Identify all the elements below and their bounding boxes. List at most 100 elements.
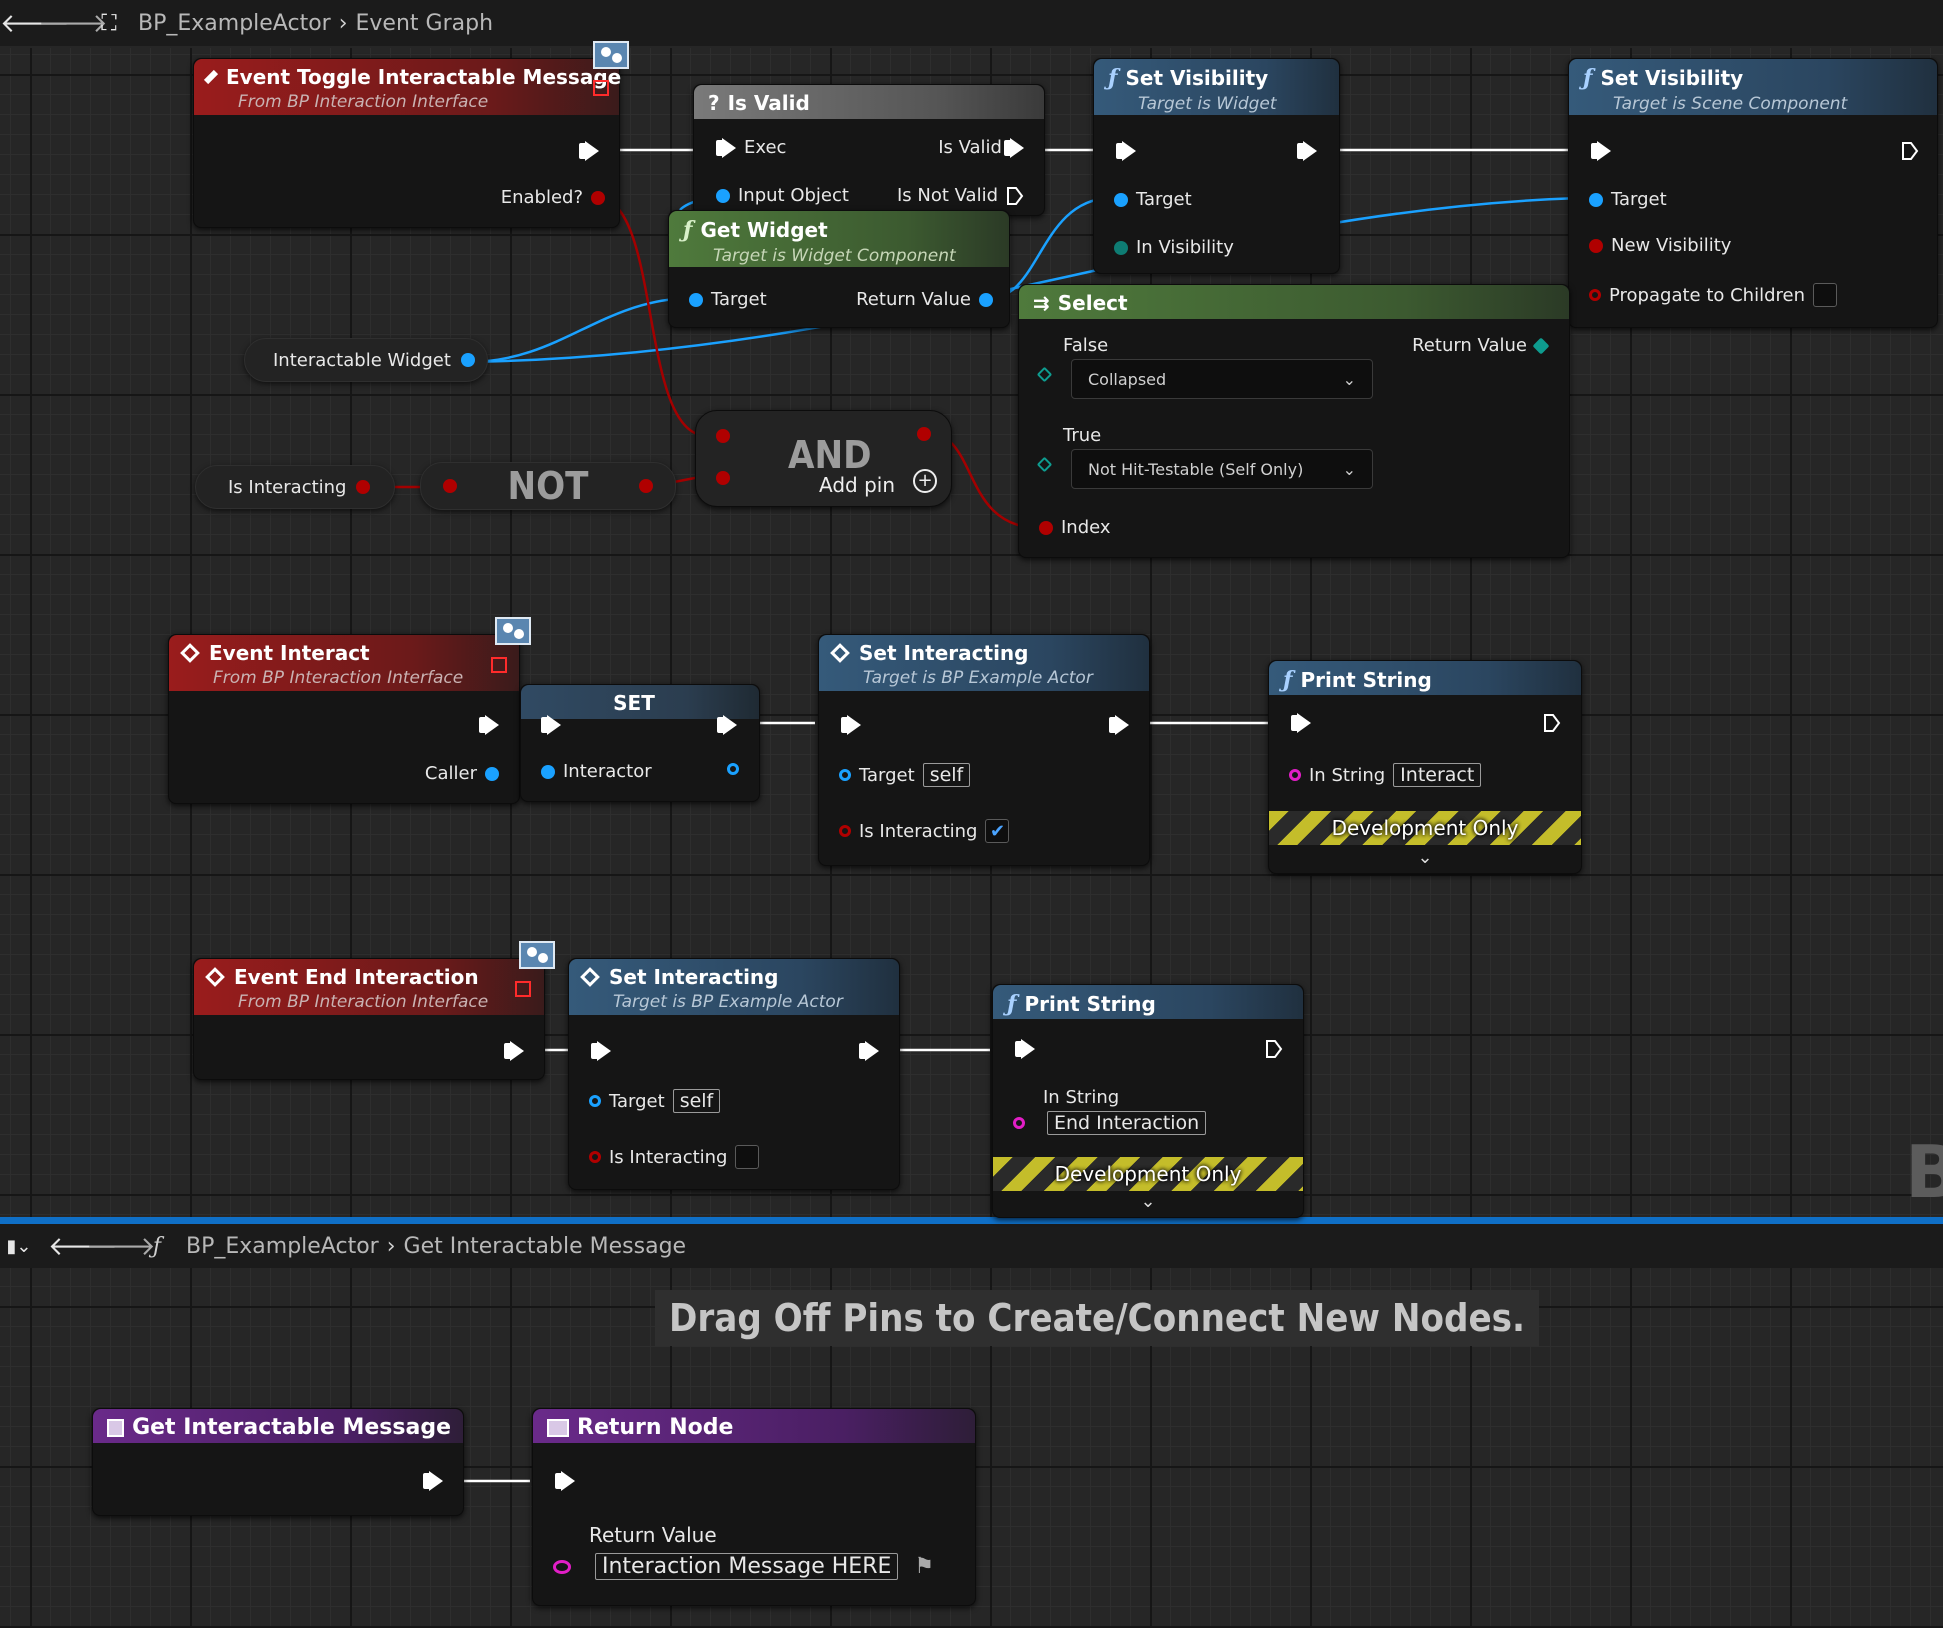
index-pin[interactable]: Index <box>1039 517 1111 538</box>
expand-chevron-icon[interactable]: ⌄ <box>1417 847 1433 868</box>
exec-out-pin[interactable] <box>423 1471 443 1491</box>
and-in-pin-b[interactable] <box>716 471 730 485</box>
not-in-pin[interactable] <box>443 479 457 493</box>
interactor-pin[interactable]: Interactor <box>541 761 652 782</box>
in-string-field[interactable]: End Interaction <box>1047 1111 1207 1135</box>
interactor-out-pin[interactable] <box>727 763 739 775</box>
exec-out-pin[interactable] <box>1109 715 1129 735</box>
breadcrumb-leaf[interactable]: Event Graph <box>355 10 494 36</box>
and-node[interactable]: AND Add pin + <box>695 410 952 507</box>
exec-out-pin[interactable] <box>717 715 737 735</box>
true-pin[interactable] <box>1036 456 1053 473</box>
true-value-dropdown[interactable]: Not Hit-Testable (Self Only)⌄ <box>1071 449 1373 489</box>
target-value-field[interactable]: self <box>672 1089 721 1113</box>
panel-divider[interactable] <box>0 1217 1943 1224</box>
event-toggle-interactable-node[interactable]: Event Toggle Interactable Message From B… <box>193 58 621 228</box>
interactable-widget-variable[interactable]: Interactable Widget <box>244 338 488 382</box>
exec-in-pin[interactable] <box>555 1471 575 1491</box>
not-out-pin[interactable] <box>639 479 653 493</box>
is-valid-node[interactable]: ?Is Valid Exec Is Valid Input Object Is … <box>693 84 1045 216</box>
breadcrumb-leaf[interactable]: Get Interactable Message <box>403 1233 687 1259</box>
exec-in-pin[interactable] <box>1116 141 1136 161</box>
propagate-checkbox[interactable] <box>1813 283 1838 307</box>
exec-out-pin[interactable] <box>504 1041 524 1061</box>
back-arrow-icon[interactable]: 🡐 <box>0 8 70 39</box>
target-pin[interactable]: Target <box>1114 189 1192 210</box>
input-object-pin[interactable]: Input Object <box>716 185 849 206</box>
false-pin[interactable] <box>1036 366 1053 383</box>
exec-out-pin[interactable] <box>1543 713 1561 733</box>
is-valid-pin[interactable]: Is Valid <box>938 137 1024 158</box>
exec-in-pin[interactable] <box>841 715 861 735</box>
not-node[interactable]: NOT <box>420 462 676 510</box>
function-entry-icon <box>107 1418 125 1437</box>
exec-out-pin[interactable] <box>579 141 599 161</box>
enabled-pin[interactable]: Enabled? <box>501 187 605 208</box>
and-out-pin[interactable] <box>917 427 931 441</box>
localization-flag-icon[interactable]: ⚑ <box>914 1554 935 1579</box>
exec-in-pin[interactable] <box>1015 1039 1035 1059</box>
is-interacting-pin[interactable]: Is Interacting✔ <box>839 819 1010 843</box>
forward-arrow-icon[interactable]: 🡒 <box>38 8 108 39</box>
node-subtitle: From BP Interaction Interface <box>213 668 464 688</box>
and-in-pin-a[interactable] <box>716 429 730 443</box>
back-arrow-icon[interactable]: 🡐 <box>48 1231 118 1262</box>
set-interactor-node[interactable]: SET Interactor <box>520 684 760 802</box>
is-not-valid-pin[interactable]: Is Not Valid <box>897 185 1024 206</box>
return-node[interactable]: Return Node Return Value Interaction Mes… <box>532 1408 976 1606</box>
development-only-banner: Development Only <box>1269 811 1581 845</box>
breadcrumb-root[interactable]: BP_ExampleActor <box>138 10 331 36</box>
set-interacting-node-false[interactable]: Set Interacting Target is BP Example Act… <box>568 958 900 1190</box>
forward-arrow-icon[interactable]: 🡒 <box>86 1231 156 1262</box>
return-value-pin[interactable]: Interaction Message HERE ⚑ <box>553 1553 934 1580</box>
target-pin[interactable]: Target <box>1589 189 1667 210</box>
exec-in-pin[interactable] <box>1291 713 1311 733</box>
return-value-field[interactable]: Interaction Message HERE <box>595 1553 899 1580</box>
event-interact-node[interactable]: Event Interact From BP Interaction Inter… <box>168 634 520 804</box>
exec-in-pin[interactable]: Exec <box>716 137 786 158</box>
in-string-field[interactable]: Interact <box>1393 763 1482 787</box>
exec-out-pin[interactable] <box>859 1041 879 1061</box>
target-pin[interactable]: Target <box>689 289 767 310</box>
is-interacting-checkbox[interactable] <box>735 1145 760 1169</box>
exec-in-pin[interactable] <box>591 1041 611 1061</box>
target-value-field[interactable]: self <box>922 763 971 787</box>
event-end-interaction-node[interactable]: Event End Interaction From BP Interactio… <box>193 958 545 1080</box>
add-pin-icon[interactable]: + <box>913 469 937 493</box>
get-interactable-message-node[interactable]: Get Interactable Message <box>92 1408 464 1516</box>
in-visibility-pin[interactable]: In Visibility <box>1114 237 1234 258</box>
new-visibility-pin[interactable]: New Visibility <box>1589 235 1731 256</box>
expand-chevron-icon[interactable]: ⌄ <box>1140 1191 1156 1212</box>
pin-label: Input Object <box>738 185 849 206</box>
is-interacting-variable[interactable]: Is Interacting <box>195 465 395 509</box>
variable-out-pin[interactable] <box>460 353 475 367</box>
add-pin-label[interactable]: Add pin <box>818 473 895 497</box>
false-value-dropdown[interactable]: Collapsed⌄ <box>1071 359 1373 399</box>
exec-out-pin[interactable] <box>479 715 499 735</box>
exec-out-pin[interactable] <box>1901 141 1919 161</box>
exec-out-pin[interactable] <box>1297 141 1317 161</box>
exec-out-pin[interactable] <box>1265 1039 1283 1059</box>
bookmark-icon[interactable]: ▮⌄ <box>6 1235 32 1257</box>
propagate-to-children-pin[interactable]: Propagate to Children <box>1589 283 1838 307</box>
exec-in-pin[interactable] <box>541 715 561 735</box>
return-value-pin[interactable]: Return Value <box>1412 335 1550 356</box>
exec-in-pin[interactable] <box>1591 141 1611 161</box>
breadcrumb-root[interactable]: BP_ExampleActor <box>186 1233 379 1259</box>
is-interacting-checkbox[interactable]: ✔ <box>985 819 1010 843</box>
return-value-pin[interactable]: Return Value <box>856 289 993 310</box>
select-node[interactable]: ⇉Select False Return Value Collapsed⌄ Tr… <box>1018 284 1570 558</box>
variable-out-pin[interactable] <box>356 480 371 494</box>
is-interacting-pin[interactable]: Is Interacting <box>589 1145 760 1169</box>
set-interacting-node-true[interactable]: Set Interacting Target is BP Example Act… <box>818 634 1150 866</box>
in-string-pin[interactable]: End Interaction <box>1013 1111 1207 1135</box>
caller-pin[interactable]: Caller <box>425 763 499 784</box>
